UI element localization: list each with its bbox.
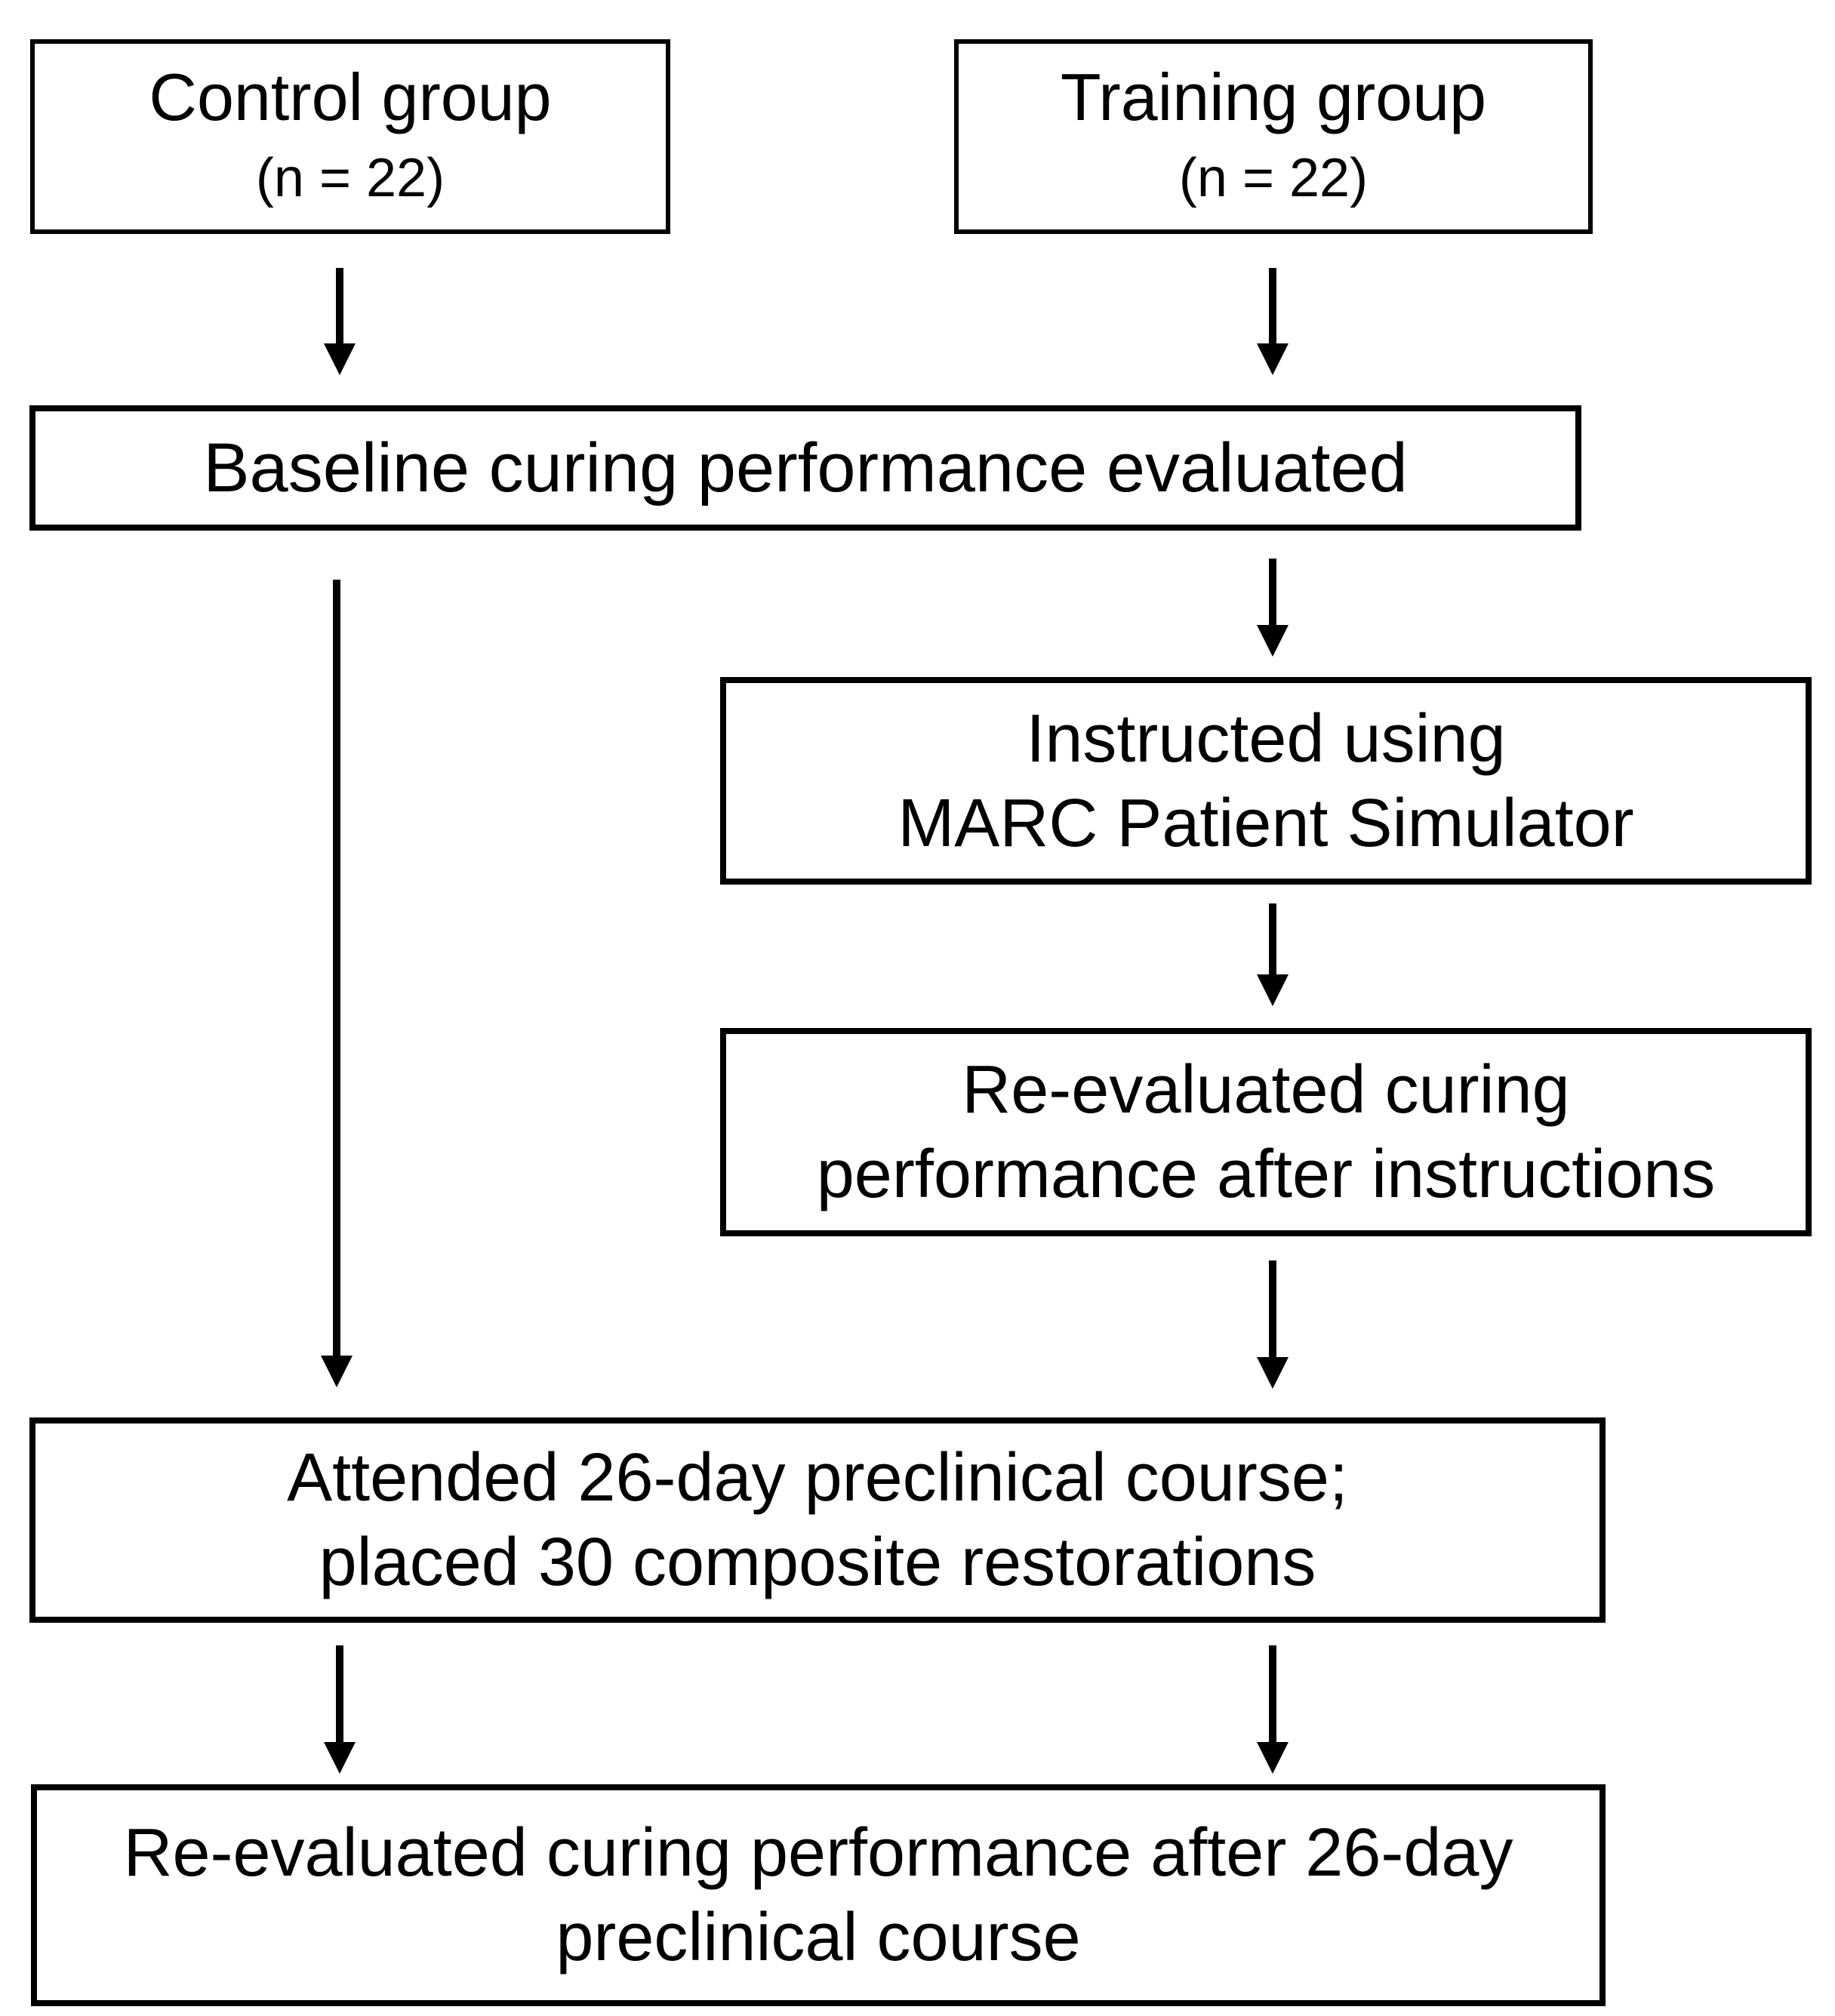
arrow-course-to-final-left (324, 1645, 356, 1774)
node-baseline-label: Baseline curing performance evaluated (203, 429, 1408, 506)
node-course-label-line1: Attended 26-day preclinical course; (287, 1440, 1348, 1516)
node-reeval-instr-label-line2: performance after instructions (816, 1137, 1716, 1212)
node-reeval-course-label-line2: preclinical course (556, 1900, 1081, 1975)
arrow-instructed-to-reevaluated (1257, 903, 1289, 1006)
arrow-baseline-to-course (321, 580, 353, 1387)
node-course-label-line2: placed 30 composite restorations (319, 1525, 1316, 1600)
node-training-count: (n = 22) (1178, 148, 1369, 208)
node-control-label: Control group (149, 60, 552, 134)
arrow-head-icon (1257, 974, 1289, 1006)
arrow-head-icon (324, 1742, 356, 1774)
arrow-head-icon (321, 1356, 353, 1387)
arrow-head-icon (324, 343, 356, 375)
arrow-course-to-final-right (1257, 1645, 1289, 1774)
arrow-stem (336, 1645, 343, 1744)
arrow-training-to-baseline (1257, 268, 1289, 375)
node-reeval-course-label-line1: Re-evaluated curing performance after 26… (123, 1815, 1513, 1891)
node-baseline-evaluated: Baseline curing performance evaluated (29, 405, 1581, 531)
node-preclinical-course: Attended 26-day preclinical course; plac… (29, 1417, 1606, 1623)
node-instructed-label-line1: Instructed using (1026, 700, 1506, 777)
arrow-stem (1269, 268, 1276, 345)
arrow-head-icon (1257, 1742, 1289, 1774)
node-reeval-instr-label-line1: Re-evaluated curing (962, 1052, 1570, 1128)
arrow-reevaluated-to-course (1257, 1260, 1289, 1389)
node-control-count: (n = 22) (255, 148, 445, 208)
arrow-head-icon (1257, 625, 1289, 657)
arrow-stem (1269, 903, 1276, 976)
arrow-stem (1269, 559, 1276, 626)
arrow-stem (336, 268, 343, 345)
node-reevaluated-after-course: Re-evaluated curing performance after 26… (31, 1784, 1606, 2006)
arrow-stem (1269, 1645, 1276, 1744)
node-training-label: Training group (1060, 60, 1487, 134)
node-reevaluated-after-instructions: Re-evaluated curing performance after in… (720, 1028, 1812, 1236)
node-instructed-label-line2: MARC Patient Simulator (897, 785, 1634, 861)
arrow-baseline-to-instructed (1257, 559, 1289, 657)
arrow-control-to-baseline (324, 268, 356, 375)
arrow-head-icon (1257, 1357, 1289, 1389)
arrow-stem (333, 580, 340, 1357)
node-instructed-simulator: Instructed using MARC Patient Simulator (720, 677, 1812, 885)
arrow-stem (1269, 1260, 1276, 1359)
arrow-head-icon (1257, 343, 1289, 375)
node-training-group: Training group (n = 22) (954, 39, 1593, 234)
node-control-group: Control group (n = 22) (30, 39, 670, 234)
